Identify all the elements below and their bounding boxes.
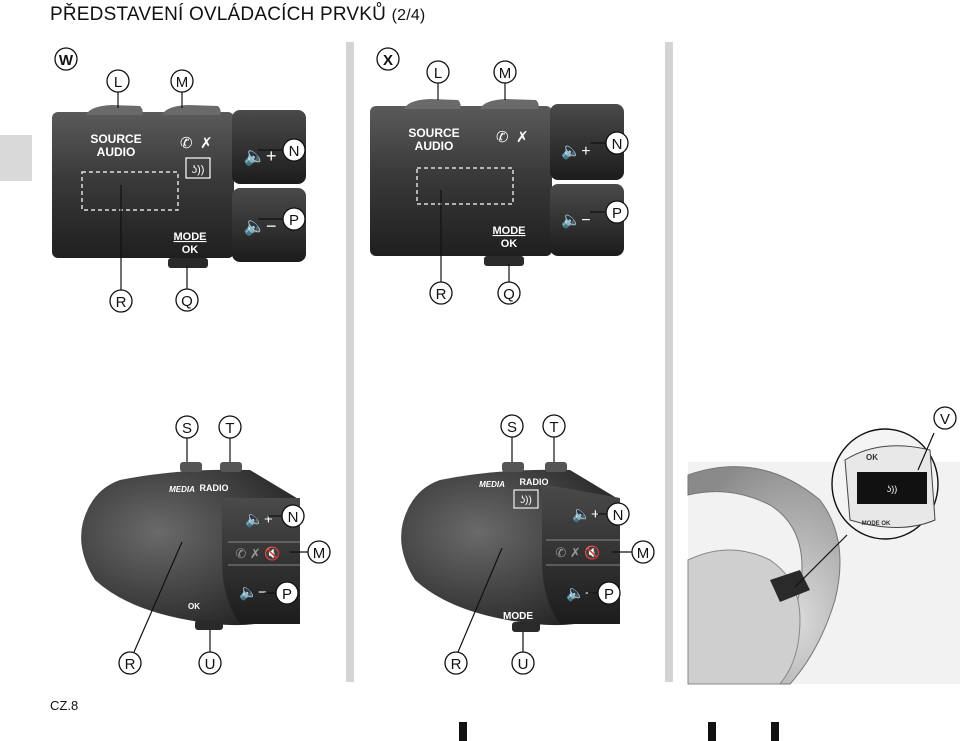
crop-mark [708,722,716,741]
audio-label: AUDIO [97,145,136,159]
steering-wheel-illustration: ʖ)) OK MODE OK V [687,406,960,685]
stalk-x-illustration: SOURCE AUDIO ✆ ✗ 🔈+ 🔈− MODE OK X L M N P… [370,47,629,305]
label-p: P [604,586,614,603]
media-label: MEDIA [479,480,505,489]
label-r: R [125,656,136,673]
voice-button-highlight [857,472,927,504]
crop-mark [459,722,467,741]
voice-icon [513,489,539,509]
volume-down-icon: 🔈− [244,216,277,237]
label-p: P [282,586,292,603]
mode-label: MODE [503,611,533,622]
label-t: T [549,419,558,436]
label-u: U [518,656,529,673]
label-p: P [289,212,299,229]
label-m: M [637,545,650,562]
label-r: R [116,294,127,311]
phone-mute-icon: ✆ ✗ 🔇 [555,545,600,560]
ok-label: OK [182,244,199,256]
media-label: MEDIA [169,485,195,494]
label-s: S [507,419,517,436]
page-title: PŘEDSTAVENÍ OVLÁDACÍCH PRVKŮ (2/4) [50,4,425,26]
source-label: SOURCE [408,126,459,140]
radio-label: RADIO [200,483,229,493]
label-n: N [613,507,624,524]
phone-mute-icon: ✆ ✗ 🔇 [235,546,280,561]
svg-text:ʖ)): ʖ)) [192,164,205,176]
volume-down-icon: 🔈− [561,212,590,229]
page-number: CZ.8 [50,698,79,713]
volume-up-icon: 🔈+ [245,511,273,528]
stalk-w-illustration: SOURCE AUDIO ✆ ✗ ʖ)) 🔈+ 🔈− MODE OK W L M… [52,47,306,313]
label-n: N [288,509,299,526]
label-n: N [289,143,300,160]
voice-icon [185,157,211,179]
ok-label: OK [866,453,878,462]
phone-icon: ✆ [180,135,193,152]
phone-icon: ✆ [496,129,509,146]
ok-label: OK [188,602,200,611]
volume-up-icon: 🔈+ [561,143,590,160]
label-q: Q [181,293,193,310]
label-w: W [59,52,74,69]
voice-icon: ʖ)) [887,484,898,494]
knob-w-illustration: MEDIA RADIO OK 🔈+ ✆ ✗ 🔇 🔈− S T N M P R U [81,415,331,675]
label-u: U [205,656,216,673]
column-separator [346,42,354,682]
radio-label: RADIO [520,477,549,487]
label-m: M [313,545,326,562]
svg-text:ʖ)): ʖ)) [520,495,532,506]
label-q: Q [503,286,515,303]
hangup-icon: ✗ [200,135,213,152]
label-r: R [436,286,447,303]
mode-label: MODE [493,225,526,237]
page-title-main: PŘEDSTAVENÍ OVLÁDACÍCH PRVKŮ [50,4,387,25]
mode-ok-label: MODE OK [862,521,891,527]
source-label: SOURCE [90,132,141,146]
label-n: N [612,136,623,153]
label-s: S [182,420,192,437]
volume-down-icon: 🔈− [566,585,594,602]
hangup-icon: ✗ [516,129,529,146]
column-separator [665,42,673,682]
chapter-tab [0,135,32,181]
audio-label: AUDIO [415,139,454,153]
label-m: M [176,74,189,91]
label-m: M [499,65,512,82]
page-title-sub: (2/4) [391,7,426,24]
volume-down-icon: 🔈− [239,584,267,601]
label-l: L [434,65,442,82]
label-p: P [612,205,622,222]
label-t: T [225,420,234,437]
label-x: X [383,52,393,69]
mode-label: MODE [174,231,207,243]
volume-up-icon: 🔈+ [572,506,600,523]
knob-x-illustration: MEDIA RADIO ʖ)) MODE 🔈+ ✆ ✗ 🔇 🔈− S T N M… [401,414,655,675]
crop-mark [771,722,779,741]
label-v: V [940,411,950,428]
volume-up-icon: 🔈+ [244,146,277,167]
label-r: R [451,656,462,673]
label-l: L [114,74,122,91]
ok-label: OK [501,238,518,250]
